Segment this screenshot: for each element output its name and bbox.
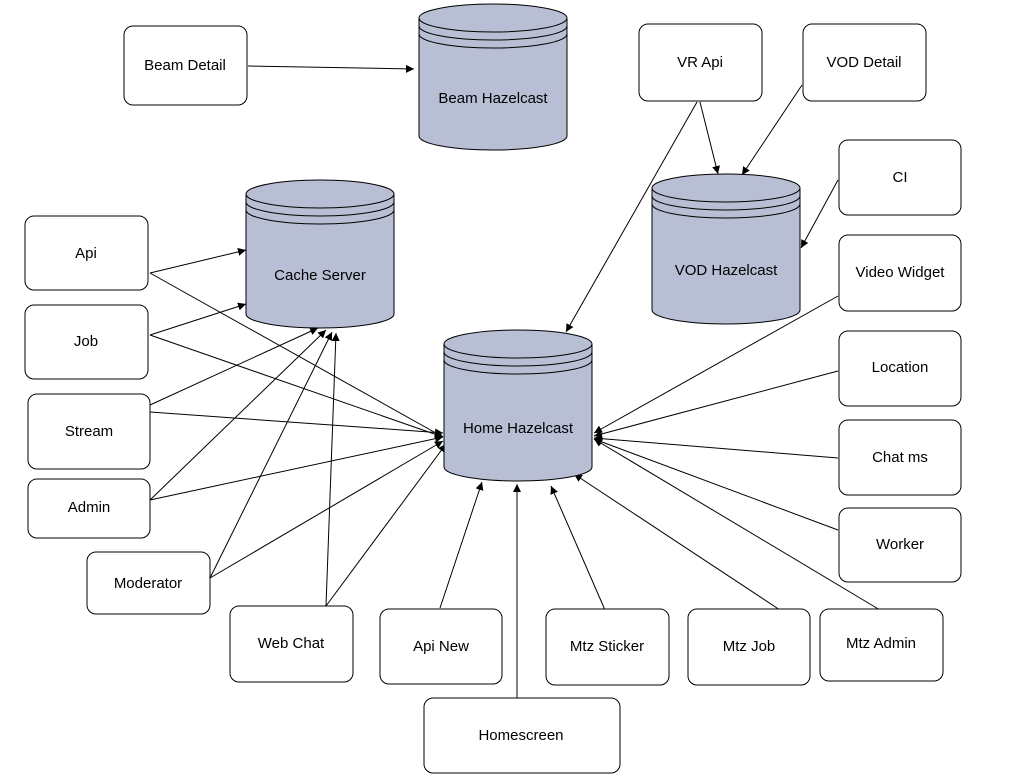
- edge-web-chat-to-cache-server: [325, 332, 340, 607]
- mtz-job-label: Mtz Job: [723, 638, 776, 655]
- edge-chat-ms-to-home-hazelcast: [593, 434, 839, 459]
- mtz-admin-node: Mtz Admin: [819, 608, 944, 682]
- edge-api-to-cache-server: [149, 247, 247, 274]
- api-new-label: Api New: [413, 638, 469, 655]
- homescreen-label: Homescreen: [478, 727, 563, 744]
- edge-moderator-to-home-hazelcast: [209, 440, 444, 579]
- edge-admin-to-cache-server: [149, 329, 327, 501]
- vod-hazelcast-label: VOD Hazelcast: [675, 262, 778, 279]
- edge-mtz-sticker-to-home-hazelcast: [550, 485, 606, 611]
- moderator-node: Moderator: [86, 551, 211, 615]
- beam-detail-label: Beam Detail: [144, 57, 226, 74]
- location-label: Location: [872, 359, 929, 376]
- ci-label: CI: [893, 169, 908, 186]
- edge-api-to-home-hazelcast: [149, 272, 444, 438]
- beam-hazelcast-database: Beam Hazelcast: [418, 3, 568, 151]
- edge-mtz-job-to-home-hazelcast: [573, 473, 781, 611]
- chat-ms-node: Chat ms: [838, 419, 962, 496]
- cache-server-label: Cache Server: [274, 267, 366, 284]
- edge-stream-to-cache-server: [149, 327, 319, 406]
- api-node: Api: [24, 215, 149, 291]
- edge-job-to-home-hazelcast: [149, 334, 444, 439]
- edge-vr-api-to-home-hazelcast: [565, 101, 698, 333]
- edge-vr-api-to-vod-hazelcast: [699, 101, 720, 175]
- mtz-admin-label: Mtz Admin: [846, 635, 916, 652]
- vod-detail-node: VOD Detail: [802, 23, 927, 102]
- edge-admin-to-home-hazelcast: [149, 434, 444, 501]
- web-chat-node: Web Chat: [229, 605, 354, 683]
- home-hazelcast-label: Home Hazelcast: [463, 420, 574, 437]
- location-node: Location: [838, 330, 962, 407]
- worker-node: Worker: [838, 507, 962, 583]
- mtz-sticker-label: Mtz Sticker: [570, 638, 644, 655]
- beam-detail-node: Beam Detail: [123, 25, 248, 106]
- video-widget-label: Video Widget: [856, 264, 946, 281]
- moderator-label: Moderator: [114, 575, 182, 592]
- beam-hazelcast-label: Beam Hazelcast: [438, 90, 548, 107]
- edge-stream-to-home-hazelcast: [149, 411, 444, 437]
- edge-video-widget-to-home-hazelcast: [593, 295, 839, 434]
- vr-api-label: VR Api: [677, 54, 723, 71]
- edge-location-to-home-hazelcast: [593, 370, 839, 438]
- vod-detail-label: VOD Detail: [826, 54, 901, 71]
- cache-server-database: Cache Server: [245, 179, 395, 329]
- edge-mtz-admin-to-home-hazelcast: [593, 438, 881, 611]
- job-label: Job: [74, 333, 98, 350]
- homescreen-node: Homescreen: [423, 697, 621, 774]
- edge-ci-to-vod-hazelcast: [800, 179, 839, 249]
- stream-node: Stream: [27, 393, 151, 470]
- edge-web-chat-to-home-hazelcast: [325, 443, 447, 607]
- mtz-sticker-node: Mtz Sticker: [545, 608, 670, 686]
- edge-moderator-to-cache-server: [209, 331, 333, 579]
- worker-label: Worker: [876, 536, 924, 553]
- job-node: Job: [24, 304, 149, 380]
- edge-api-new-to-home-hazelcast: [439, 481, 484, 609]
- mtz-job-node: Mtz Job: [687, 608, 811, 686]
- edges: [149, 64, 881, 698]
- edge-worker-to-home-hazelcast: [593, 438, 839, 531]
- admin-label: Admin: [68, 499, 111, 516]
- edge-beam-detail-to-beam-hazelcast: [247, 64, 415, 73]
- admin-node: Admin: [27, 478, 151, 539]
- chat-ms-label: Chat ms: [872, 449, 928, 466]
- edge-job-to-cache-server: [149, 302, 247, 336]
- vod-hazelcast-database: VOD Hazelcast: [651, 173, 801, 325]
- home-hazelcast-database: Home Hazelcast: [443, 329, 593, 482]
- vr-api-node: VR Api: [638, 23, 763, 102]
- web-chat-label: Web Chat: [258, 635, 325, 652]
- video-widget-node: Video Widget: [838, 234, 962, 312]
- ci-node: CI: [838, 139, 962, 216]
- api-new-node: Api New: [379, 608, 503, 685]
- stream-label: Stream: [65, 423, 113, 440]
- edge-vod-detail-to-vod-hazelcast: [741, 84, 803, 176]
- api-label: Api: [75, 245, 97, 262]
